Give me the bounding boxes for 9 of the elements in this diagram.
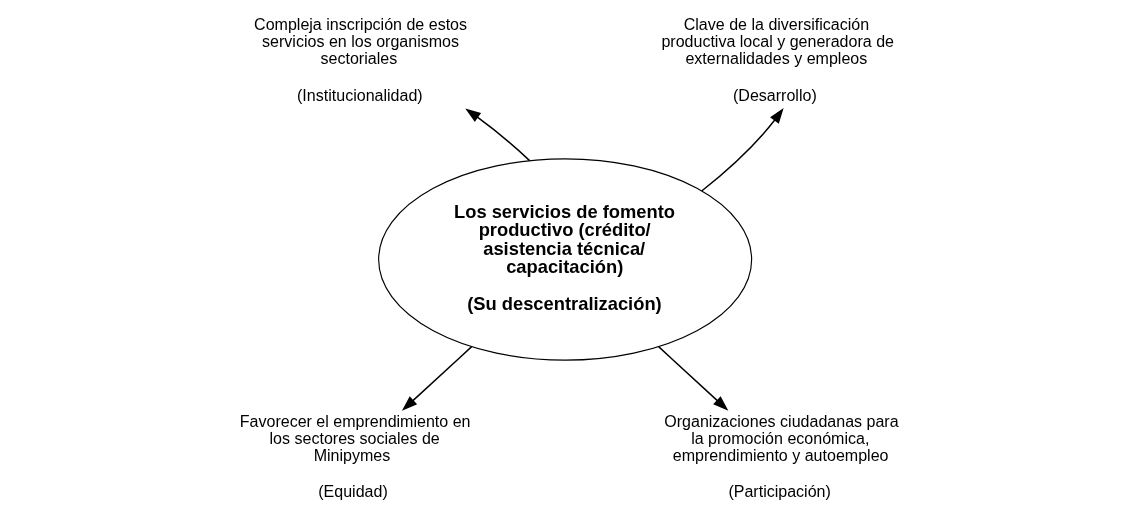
node-text: Clave de la diversificación productiva local y generadora de externalidades y empleos (Desarrollo) — [661, 15, 894, 104]
arrow — [657, 345, 729, 411]
node-text: Favorecer el emprendimiento en los sectores sociales de Minipymes (Equidad) — [239, 411, 471, 501]
node-text: Organizaciones ciudadanas para la promoción económica, emprendimiento y autoempleo (Participación) — [664, 411, 899, 501]
arrow — [401, 345, 473, 411]
arrow — [700, 107, 784, 192]
node-ellipse: Los servicios de fomento productivo (crédito/ asistencia técnica/ capacitación) (Su descentralización) — [378, 158, 753, 361]
arrow — [465, 108, 531, 162]
node-text: Compleja inscripción de estos servicios en los organismos sectoriales (Institucionalidad) — [254, 15, 468, 104]
